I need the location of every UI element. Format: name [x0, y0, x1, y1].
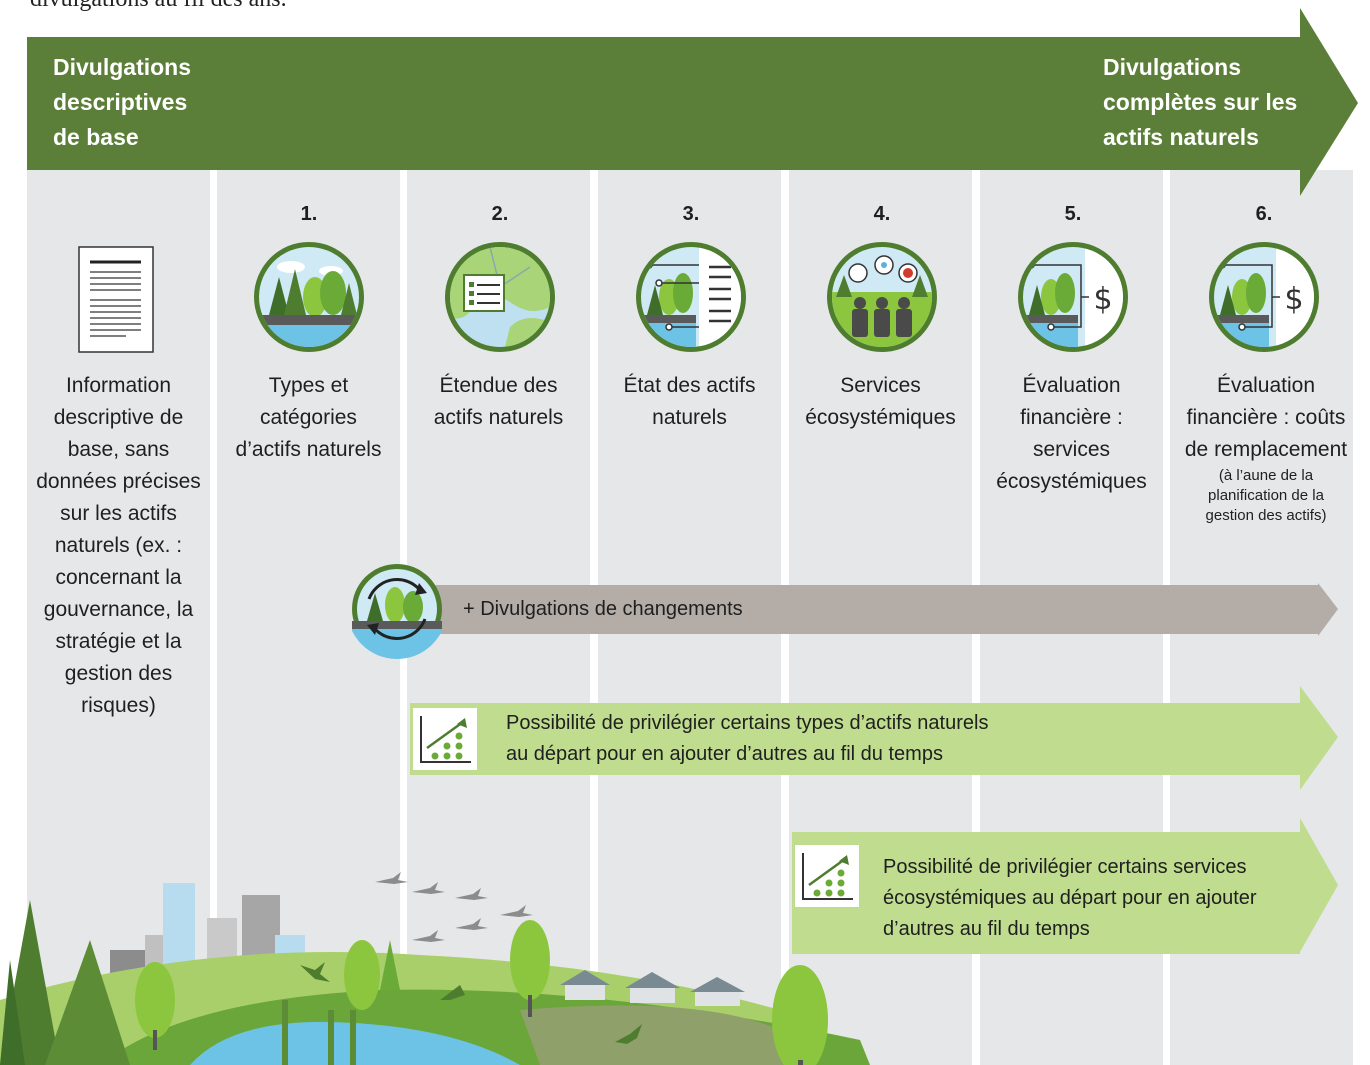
step-number-1: 1. — [300, 203, 318, 225]
step-number-6: 6. — [1255, 203, 1273, 225]
step-label-1: Types et catégories d’actifs naturels — [235, 374, 382, 461]
types-band-label: Possibilité de privilégier certains type… — [506, 712, 989, 765]
forest-icon — [254, 242, 364, 352]
step-label-4: Services écosystémiques — [805, 374, 956, 429]
map-list-icon — [445, 242, 555, 352]
arrow-start-label: Divulgations descriptives de base — [53, 54, 192, 150]
services-band-label: Possibilité de privilégier certains serv… — [883, 856, 1257, 940]
step-number-4: 4. — [873, 203, 891, 225]
step-label-3: État des actifs naturels — [623, 374, 756, 429]
services-band — [792, 818, 1338, 954]
svg-text:$: $ — [1093, 282, 1112, 317]
svg-text:$: $ — [1284, 282, 1303, 317]
changes-band-label: + Divulgations de changements — [463, 598, 743, 620]
base-column-label: Information descriptive de base, sans do… — [36, 374, 201, 717]
step-number-2: 2. — [491, 203, 509, 225]
valuation-dollar-icon: $ — [1018, 242, 1128, 352]
people-services-icon — [827, 242, 937, 352]
step-label-6: Évaluation financière : coûts de remplac… — [1184, 374, 1348, 524]
valuation-dollar-icon: $ — [1209, 242, 1319, 352]
step-number-3: 3. — [682, 203, 700, 225]
change-cycle-icon — [352, 564, 442, 659]
step-label-2: Étendue des actifs naturels — [433, 374, 564, 429]
document-icon — [78, 246, 154, 353]
landscape-illustration — [0, 872, 870, 1065]
step-label-5: Évaluation financière : services écosyst… — [996, 374, 1147, 493]
growth-chart-icon — [795, 845, 859, 907]
types-band — [410, 686, 1338, 790]
progress-arrow — [27, 8, 1358, 196]
intro-text: divulgations au fil des ans. — [30, 0, 287, 13]
growth-chart-icon — [413, 708, 477, 770]
changes-band — [430, 583, 1338, 636]
step-number-5: 5. — [1064, 203, 1082, 225]
condition-report-icon — [636, 242, 746, 352]
arrow-end-label: Divulgations complètes sur les actifs na… — [1103, 54, 1298, 150]
